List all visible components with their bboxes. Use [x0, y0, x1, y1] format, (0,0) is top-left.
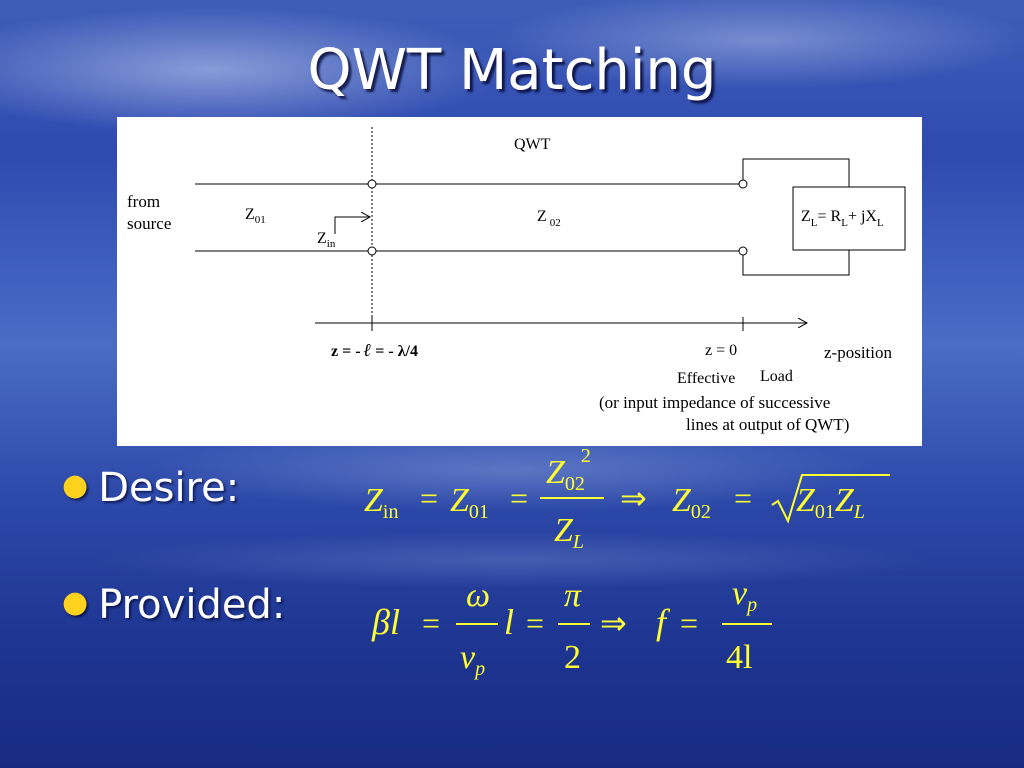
- pi-numerator: π: [564, 577, 582, 614]
- eq-sign-1: =: [420, 480, 438, 516]
- eq-sign-2: =: [526, 605, 544, 641]
- zin-label: Zin: [317, 230, 336, 250]
- implies-arrow: ⇒: [620, 480, 647, 516]
- implies-arrow: ⇒: [600, 605, 627, 641]
- node-top-left: [367, 179, 377, 189]
- source-label: source: [127, 214, 171, 233]
- eq-sign-3: =: [680, 605, 698, 641]
- eq-sign-2: =: [510, 480, 528, 516]
- z-minus-l-label: z = -ℓ= - λ/4: [331, 340, 418, 360]
- bullet-provided: ● Provided:: [62, 582, 285, 628]
- note-line2: lines at output of QWT): [686, 415, 849, 434]
- effective-label: Effective: [677, 370, 735, 387]
- eq-sign-1: =: [422, 605, 440, 641]
- load-label: Load: [760, 368, 793, 385]
- bullet-dot: ●: [62, 585, 89, 620]
- radical-sign: [771, 474, 890, 524]
- vp-denominator: vp: [460, 639, 485, 680]
- two-denominator: 2: [564, 639, 581, 676]
- bullet-desire: ● Desire:: [62, 465, 239, 511]
- bullet-dot: ●: [62, 468, 89, 503]
- radicand: Z01ZL: [796, 482, 865, 523]
- note-line1: (or input impedance of successive: [599, 393, 830, 412]
- load-box: [792, 186, 906, 251]
- z01-label: Z01: [245, 206, 266, 226]
- bullet-desire-label: Desire:: [98, 465, 240, 511]
- l-term: l: [504, 602, 514, 642]
- z01-term: Z01: [450, 482, 489, 523]
- load-wire-bottom: [742, 250, 850, 276]
- load-wire-top: [742, 158, 850, 187]
- omega-numerator: ω: [466, 577, 490, 614]
- f-term: f: [656, 602, 671, 642]
- vp-numerator: vp: [732, 575, 757, 616]
- zin-term: Zin: [364, 482, 398, 523]
- zin-arrow: [334, 217, 370, 234]
- beta-l-term: βl: [371, 602, 400, 642]
- z02-term: Z02: [672, 482, 711, 523]
- slide-title: QWT Matching: [307, 38, 717, 103]
- eq-sign-3: =: [734, 480, 752, 516]
- z-zero-label: z = 0: [705, 342, 737, 359]
- node-bottom-left: [367, 246, 377, 256]
- denominator-zl: ZL: [554, 512, 584, 553]
- bullet-provided-label: Provided:: [98, 582, 286, 628]
- from-label: from: [127, 192, 160, 211]
- numerator-z02-squared: Z022: [546, 445, 591, 495]
- z-position-label: z-position: [824, 343, 892, 362]
- node-bottom-right: [738, 246, 748, 256]
- node-top-right: [738, 179, 748, 189]
- qwt-label: QWT: [514, 136, 551, 153]
- load-impedance-label: ZL= RL+ jXL: [801, 208, 884, 229]
- four-l-denominator: 4l: [726, 639, 752, 676]
